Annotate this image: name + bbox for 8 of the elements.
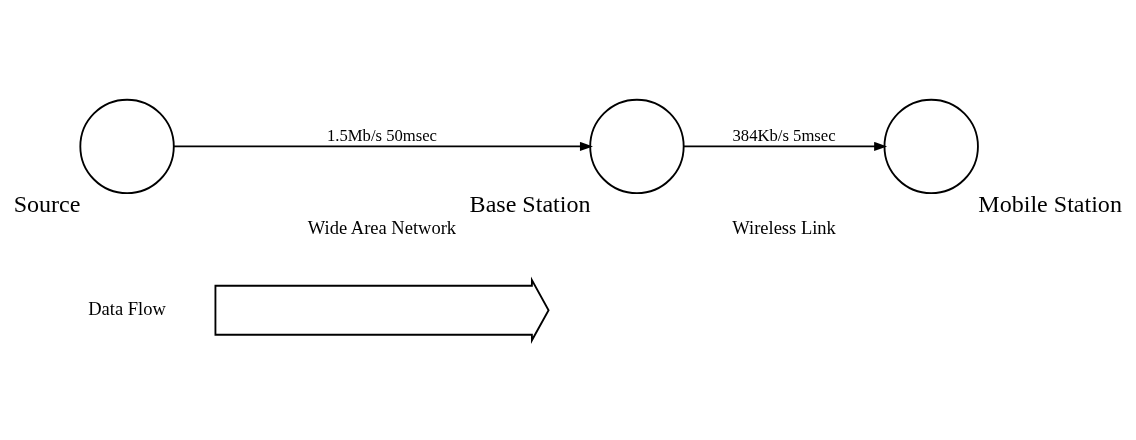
node-label: Data Flow	[88, 298, 166, 319]
node-label: Mobile Station	[978, 191, 1122, 218]
edge-label: 384Kb/s 5msec	[732, 126, 836, 146]
node-label: Source	[13, 191, 81, 218]
node-label: Base Station	[469, 191, 591, 218]
label: Wide Area Network	[307, 218, 457, 239]
edge-label: 1.5Mb/s 50msec	[326, 126, 438, 146]
label: Wireless Link	[732, 218, 836, 239]
